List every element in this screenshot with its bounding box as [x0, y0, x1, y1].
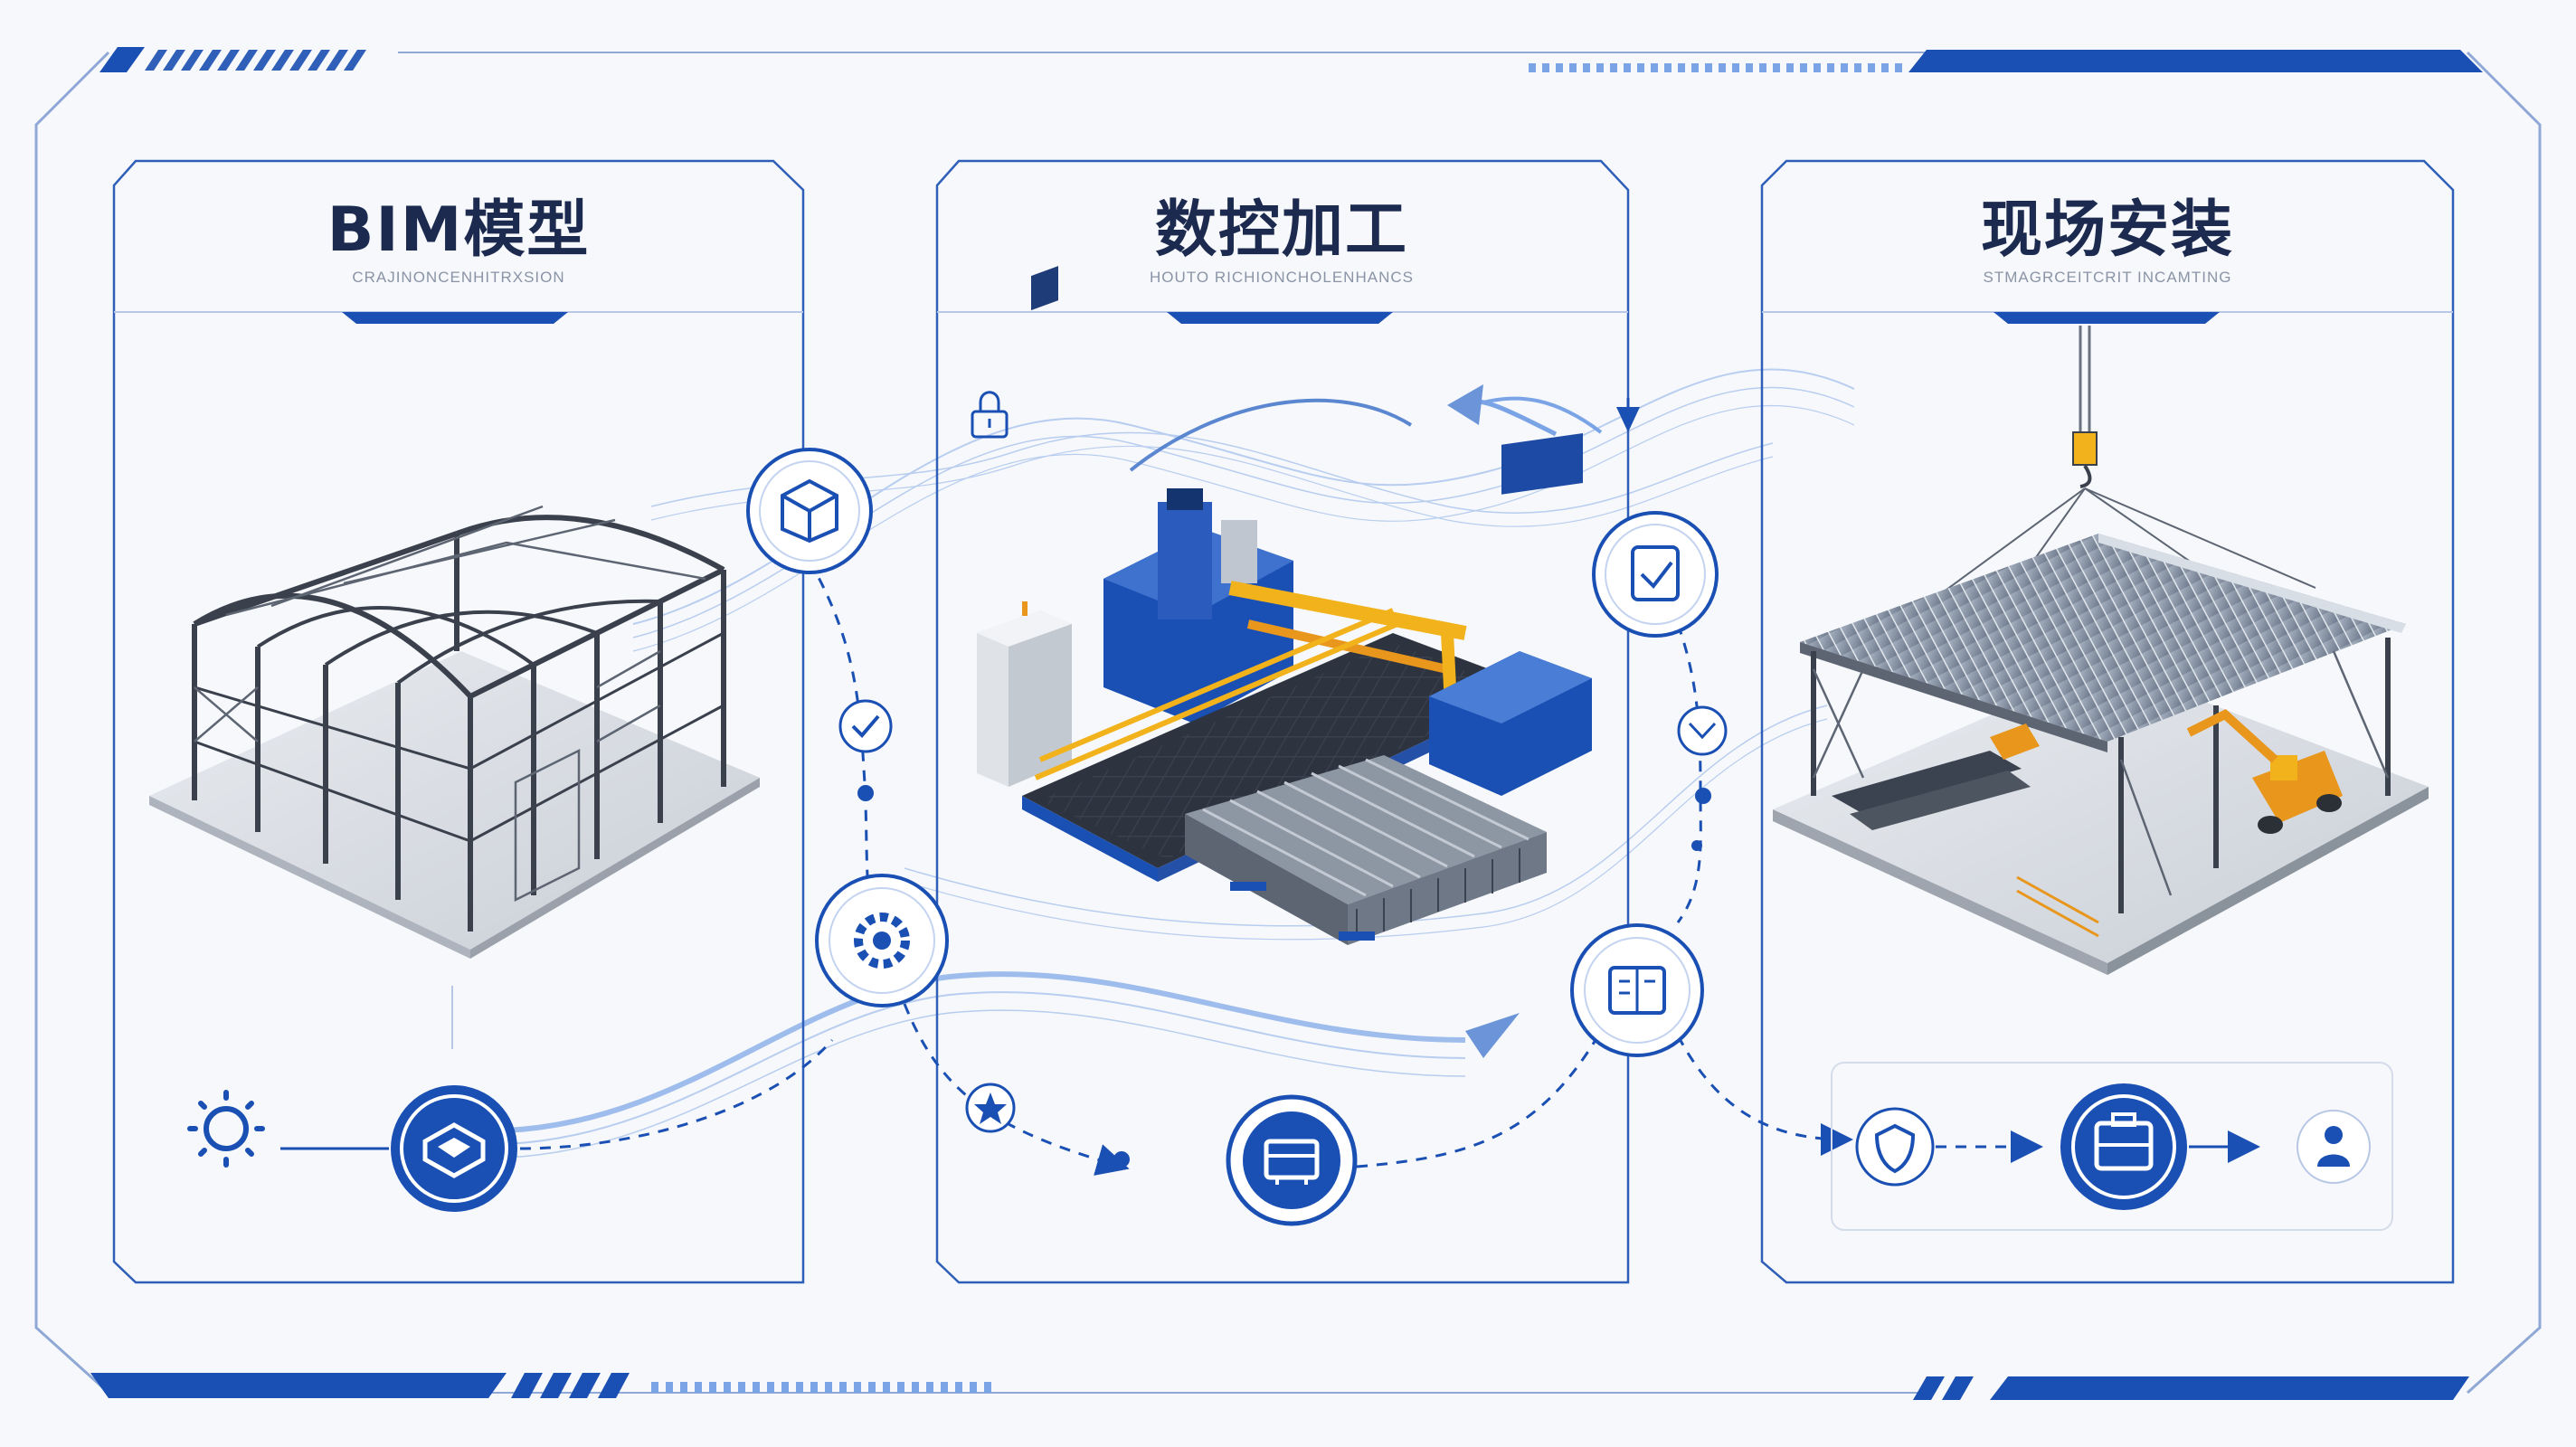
panel-title-cnc: 数控加工: [1154, 194, 1408, 266]
panel-title-install: 现场安装: [1980, 194, 2234, 266]
chevron-down-icon: [1677, 705, 1728, 756]
machine-icon[interactable]: [1226, 1094, 1358, 1226]
layers-icon[interactable]: [391, 1085, 517, 1212]
frame-bottom-left-accent: [90, 1373, 991, 1398]
panel-subtitle-bim: CRAJINONCENHITRXSION: [352, 269, 565, 286]
frame-bottom-right-accent: [1913, 1376, 2469, 1400]
panel-install: [1760, 159, 2455, 1284]
check-badge-icon: [838, 699, 893, 753]
gear-icon[interactable]: [815, 874, 949, 1007]
frame-top-right-accent: [1529, 50, 2483, 72]
user-lock-icon[interactable]: [2297, 1110, 2371, 1184]
onsite-install-scene: [1773, 326, 2429, 975]
dot-icon: [1691, 840, 1702, 851]
panel-subtitle-cnc: HOUTO RICHIONCHOLENHANCS: [1150, 269, 1414, 286]
panel-title-bim: BIM模型: [327, 194, 591, 266]
dot-icon: [857, 785, 874, 801]
frame-top-left-accent: [99, 47, 366, 72]
cube-icon[interactable]: [746, 448, 873, 574]
lock-icon: [971, 391, 1009, 439]
flow-arrows: [1129, 384, 1558, 1058]
panel-cnc: [935, 159, 1630, 1284]
steel-beam-stack: [1185, 755, 1547, 945]
document-check-icon[interactable]: [1592, 511, 1719, 638]
dot-icon: [1113, 1151, 1130, 1168]
excavator: [2186, 708, 2343, 834]
chevron-down-icon: [1616, 407, 1640, 432]
panel-subtitle-install: STMAGRCEITCRIT INCAMTING: [1983, 269, 2232, 286]
outer-frame: [34, 51, 2542, 1395]
panel-bim: [112, 159, 805, 1284]
install-steps-box: [1831, 1062, 2393, 1231]
dot-icon: [1695, 788, 1711, 804]
storage-icon[interactable]: [2060, 1083, 2187, 1210]
document-cycle-icon[interactable]: [1570, 923, 1704, 1057]
bim-steel-frame-model: [149, 505, 760, 959]
sun-gear-icon: [187, 1090, 265, 1168]
cnc-production-line: [977, 266, 1592, 945]
top-flow-arrow: [1482, 396, 1603, 434]
shield-icon[interactable]: [1855, 1107, 1935, 1187]
star-icon: [965, 1083, 1016, 1133]
